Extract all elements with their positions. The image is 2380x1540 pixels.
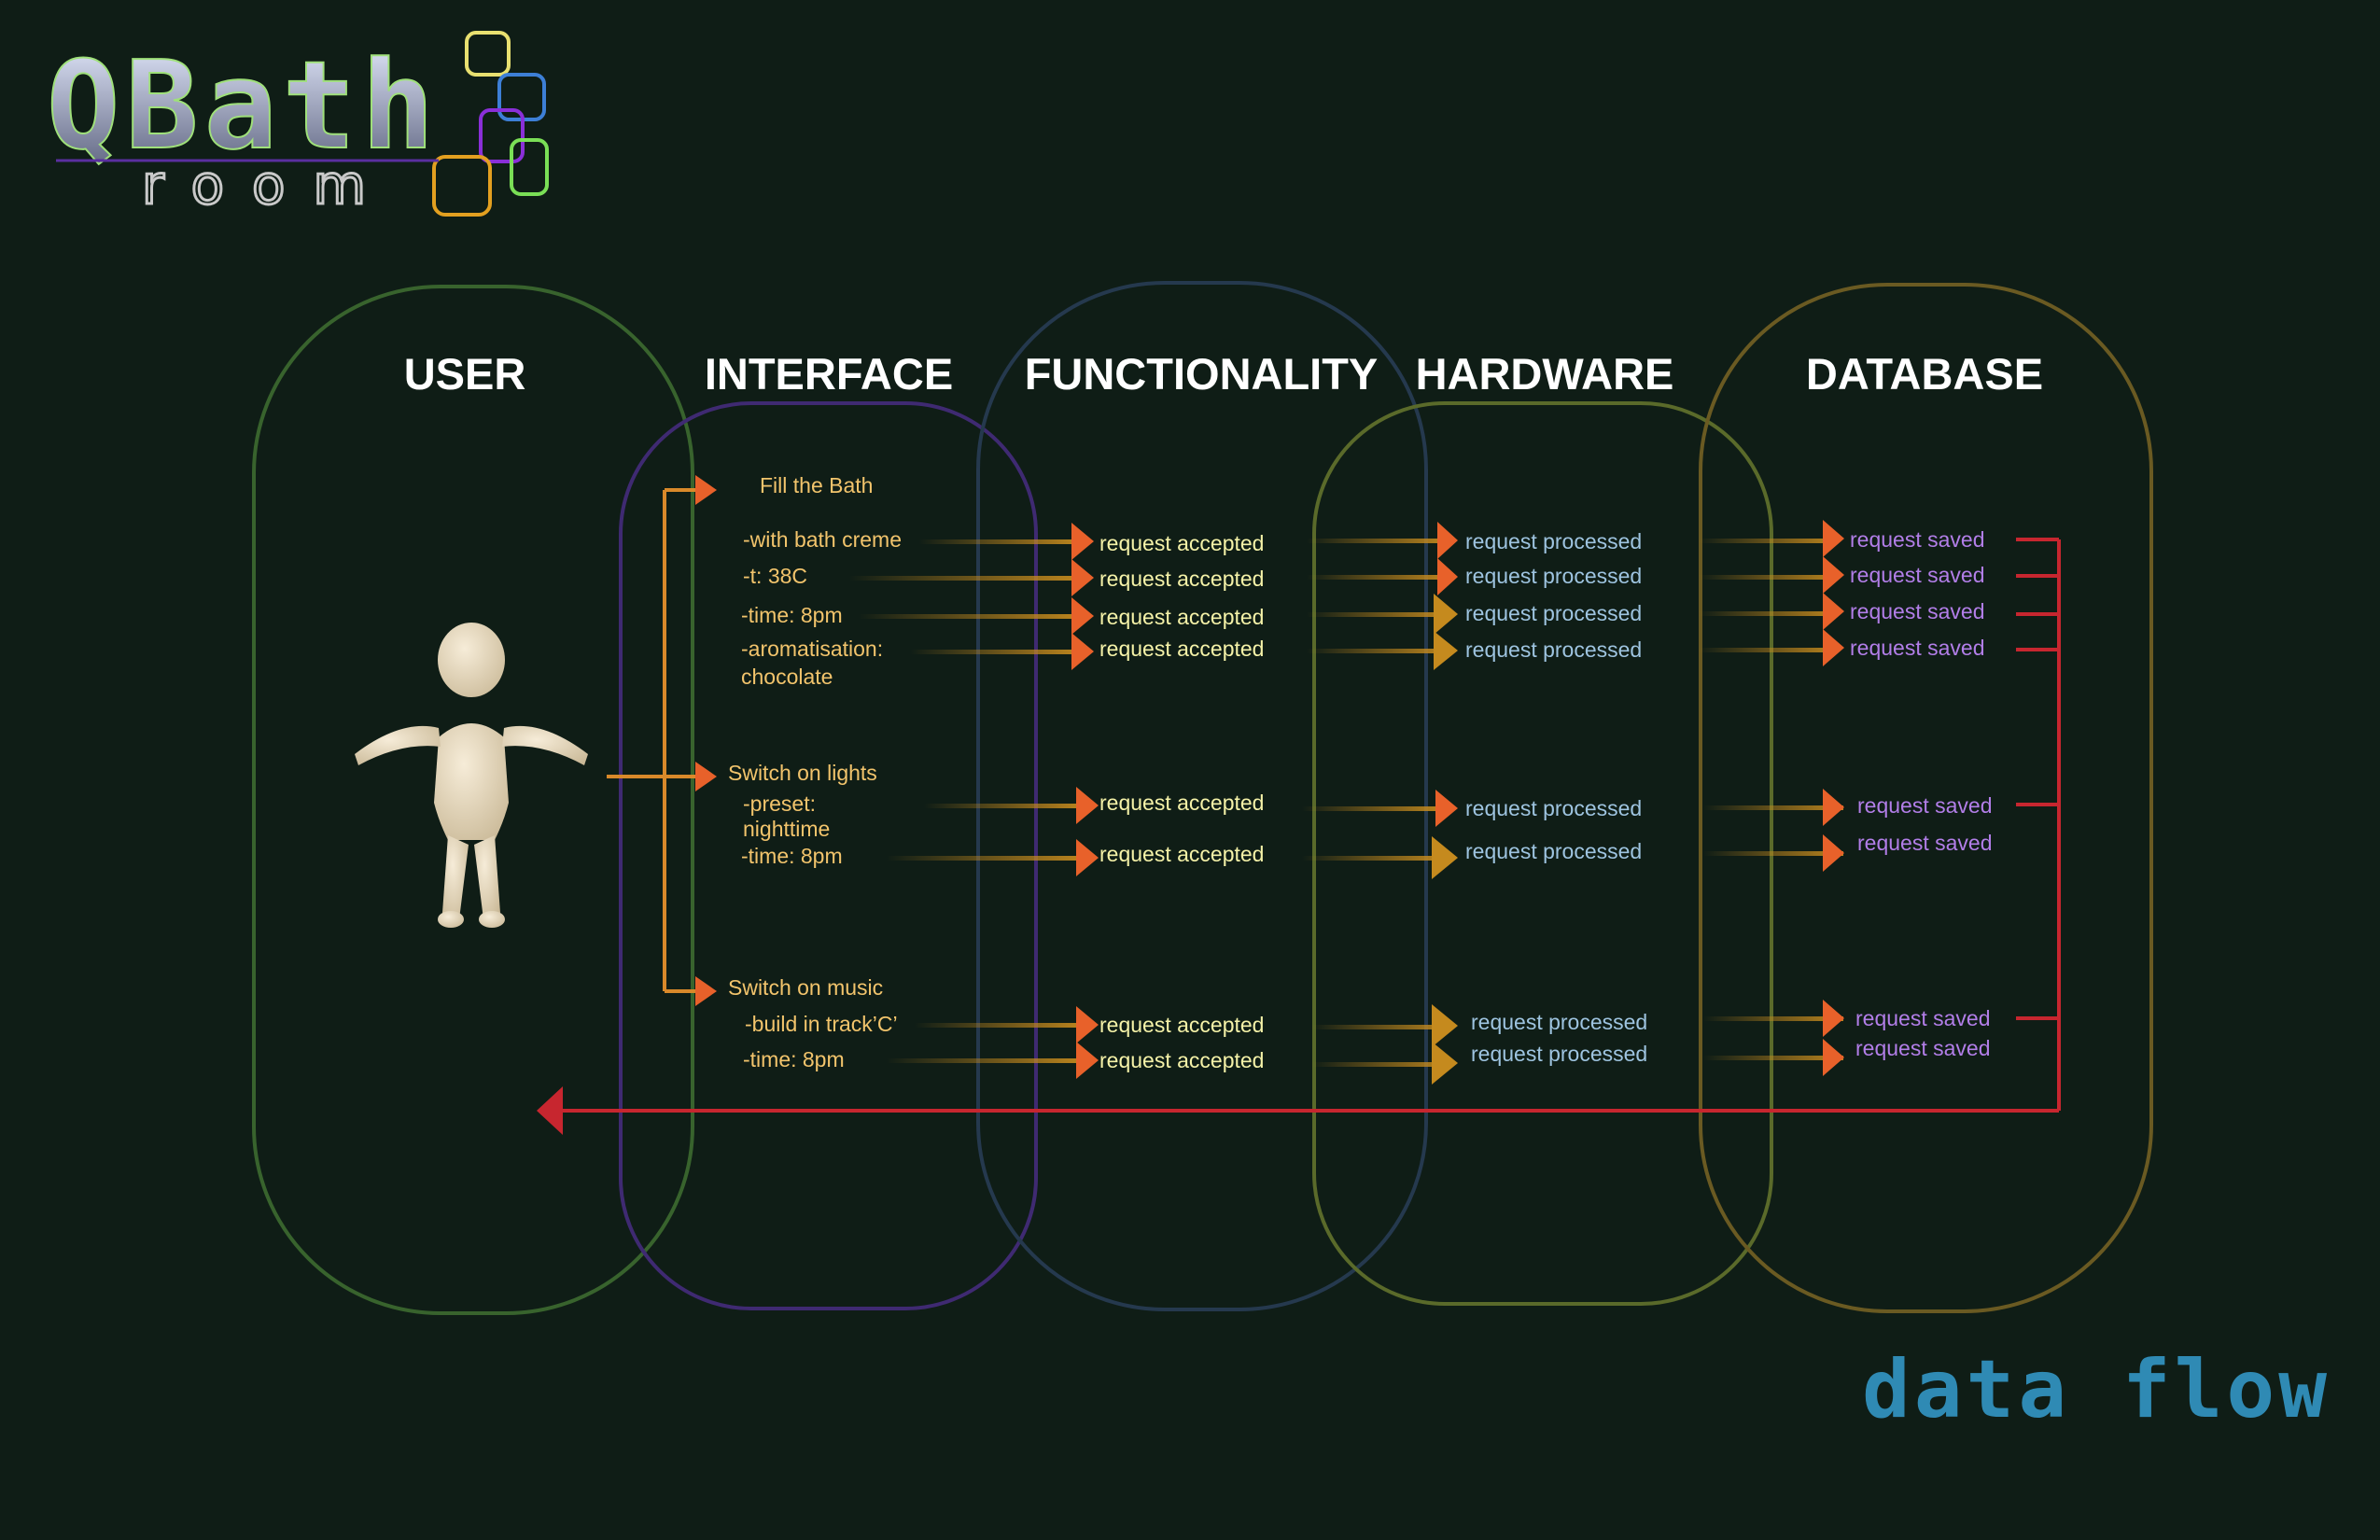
logo-brand: QBath <box>47 35 440 176</box>
saved-label: request saved <box>1855 1036 1990 1060</box>
accepted-label: request accepted <box>1099 605 1264 629</box>
saved-label: request saved <box>1850 527 1984 552</box>
param-line: -aromatisation: <box>741 637 883 661</box>
flow-row: request accepted request processed reque… <box>910 629 1984 670</box>
flow-row: request accepted request processed reque… <box>859 593 1984 635</box>
saved-label: request saved <box>1857 831 1992 855</box>
saved-label: request saved <box>1850 563 1984 587</box>
param-line: chocolate <box>741 665 833 689</box>
param-line: -with bath creme <box>743 527 902 552</box>
data-flow-caption: data flow <box>1862 1343 2331 1436</box>
param-line: -t: 38C <box>743 564 807 588</box>
saved-label: request saved <box>1857 793 1992 818</box>
accepted-label: request accepted <box>1099 567 1264 591</box>
param-line: -time: 8pm <box>741 603 843 627</box>
processed-label: request processed <box>1465 564 1642 588</box>
saved-label: request saved <box>1850 599 1984 623</box>
feedback-loop <box>560 538 2061 1113</box>
param-line: nighttime <box>743 817 830 841</box>
processed-label: request processed <box>1471 1010 1647 1034</box>
processed-label: request processed <box>1465 637 1642 662</box>
interface-requests: Fill the Bath -with bath creme -t: 38C -… <box>728 473 902 1071</box>
group-title-music: Switch on music <box>728 975 883 1000</box>
column-headers: USER INTERFACE FUNCTIONALITY HARDWARE DA… <box>404 349 2043 399</box>
flow-row: request accepted request processed reque… <box>919 520 1984 560</box>
group-title-lights: Switch on lights <box>728 761 877 785</box>
column-header-hardware: HARDWARE <box>1416 349 1674 399</box>
logo-subtitle: room <box>142 153 394 217</box>
param-line: -preset: <box>743 791 816 816</box>
database-lane <box>1699 283 2153 1313</box>
user-lane <box>252 285 694 1315</box>
functionality-lane <box>976 281 1428 1311</box>
logo: QBath room <box>46 31 549 218</box>
processed-label: request processed <box>1465 839 1642 863</box>
group-title-fill-bath: Fill the Bath <box>760 473 873 497</box>
saved-label: request saved <box>1850 636 1984 660</box>
flow-row: request accepted request processed reque… <box>887 1036 1990 1085</box>
processed-label: request processed <box>1465 796 1642 820</box>
param-line: -time: 8pm <box>743 1047 845 1071</box>
processed-label: request processed <box>1465 601 1642 625</box>
feedback-arrowhead <box>537 1086 563 1135</box>
user-figure <box>355 623 588 928</box>
flow-row: request accepted request processed reque… <box>887 831 1992 879</box>
saved-label: request saved <box>1855 1006 1990 1030</box>
logo-squares <box>432 31 549 217</box>
accepted-label: request accepted <box>1099 531 1264 555</box>
group-arrowheads <box>695 475 717 1006</box>
param-line: -build in track’C’ <box>745 1012 898 1036</box>
column-header-functionality: FUNCTIONALITY <box>1025 349 1379 399</box>
request-bracket <box>607 488 695 993</box>
processed-label: request processed <box>1465 529 1642 553</box>
flow-rows: request accepted request processed reque… <box>849 520 1992 1085</box>
processed-label: request processed <box>1471 1042 1647 1066</box>
flow-row: request accepted request processed reque… <box>915 1000 1990 1047</box>
column-header-user: USER <box>404 349 526 399</box>
accepted-label: request accepted <box>1099 1048 1264 1072</box>
column-header-database: DATABASE <box>1806 349 2043 399</box>
accepted-label: request accepted <box>1099 791 1264 815</box>
accepted-label: request accepted <box>1099 637 1264 661</box>
accepted-label: request accepted <box>1099 842 1264 866</box>
param-line: -time: 8pm <box>741 844 843 868</box>
column-header-interface: INTERFACE <box>705 349 953 399</box>
accepted-label: request accepted <box>1099 1013 1264 1037</box>
flow-row: request accepted request processed reque… <box>849 556 1984 596</box>
flow-row: request accepted request processed reque… <box>924 787 1992 827</box>
